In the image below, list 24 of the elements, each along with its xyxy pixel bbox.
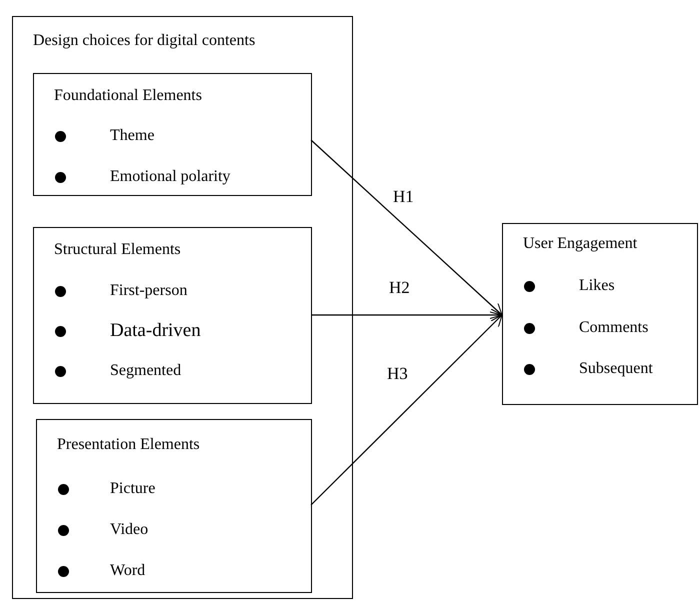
arrow xyxy=(310,314,502,506)
arrow xyxy=(311,308,502,322)
box-heading: Presentation Elements xyxy=(57,435,200,455)
list-item: Comments xyxy=(579,318,648,338)
list-item: First-person xyxy=(110,281,188,301)
list-item: Picture xyxy=(110,479,156,499)
box-heading: Foundational Elements xyxy=(54,86,202,106)
list-item: Emotional polarity xyxy=(110,167,230,187)
list-item: Theme xyxy=(110,126,154,146)
outcome-box xyxy=(502,223,698,405)
list-item: Likes xyxy=(579,276,615,296)
list-item: Data-driven xyxy=(110,321,201,341)
category-box xyxy=(36,419,312,593)
list-item: Subsequent xyxy=(579,359,653,379)
box-heading: Design choices for digital contents xyxy=(33,31,256,51)
group-box xyxy=(12,16,353,599)
category-box xyxy=(33,73,312,196)
category-box xyxy=(33,227,312,404)
box-heading: Structural Elements xyxy=(54,240,181,260)
arrow xyxy=(310,140,502,316)
box-heading: User Engagement xyxy=(523,234,638,254)
list-item: Segmented xyxy=(110,361,182,381)
list-item: Word xyxy=(110,561,146,581)
list-item: Video xyxy=(110,520,148,540)
